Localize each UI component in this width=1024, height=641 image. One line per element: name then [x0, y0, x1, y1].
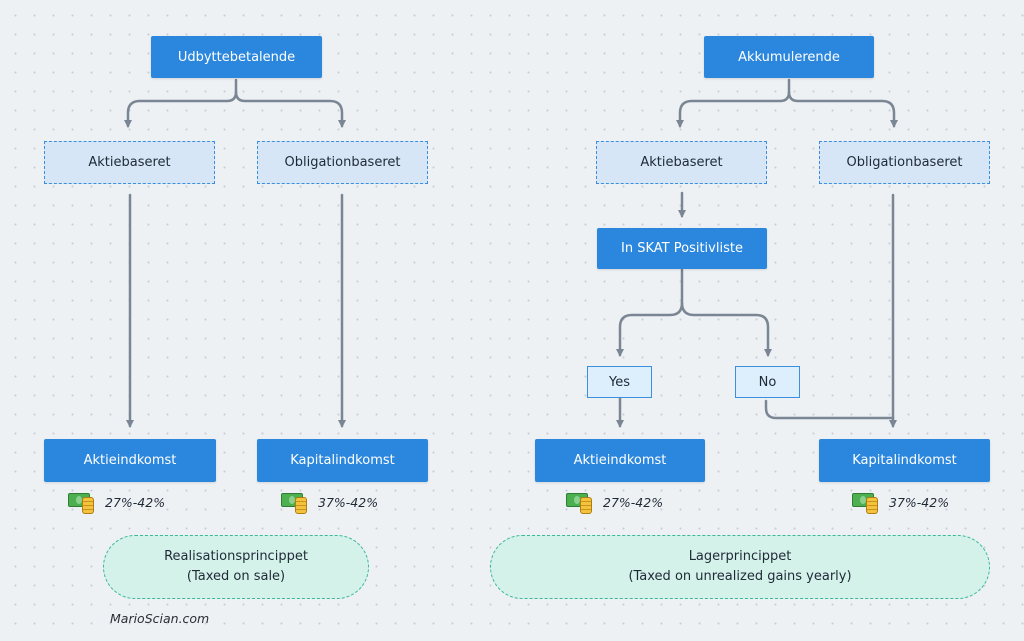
connector-right-root-split: [676, 78, 791, 128]
money-coins-icon: [566, 490, 596, 514]
connector-decision-yes: [616, 268, 684, 357]
money-coins-icon: [281, 490, 311, 514]
principle-note: (Taxed on unrealized gains yearly): [628, 569, 852, 584]
node-left-aktiebaseret: Aktiebaseret: [44, 141, 215, 184]
node-skat-positivliste: In SKAT Positivliste: [597, 228, 767, 269]
tax-rate-label: 27%-42%: [603, 494, 664, 510]
tax-rate-right-stock: 27%-42%: [566, 490, 663, 514]
principle-realisation: Realisationsprincippet (Taxed on sale): [103, 535, 369, 599]
node-right-obligationbaseret: Obligationbaseret: [819, 141, 990, 184]
node-left-obligationbaseret: Obligationbaseret: [257, 141, 428, 184]
principle-title: Lagerprincippet: [688, 549, 792, 564]
node-right-kapitalindkomst: Kapitalindkomst: [819, 439, 990, 482]
money-coins-icon: [852, 490, 882, 514]
principle-note: (Taxed on sale): [186, 569, 286, 584]
node-udbyttebetalende: Udbyttebetalende: [151, 36, 322, 78]
connector-left-root-split: [124, 78, 238, 128]
node-akkumulerende: Akkumulerende: [704, 36, 874, 78]
principle-title: Realisationsprincippet: [164, 549, 308, 564]
node-no: No: [735, 366, 800, 398]
tax-rate-left-stock: 27%-42%: [68, 490, 165, 514]
connector-left-root-split-right: [234, 90, 346, 128]
tax-rate-label: 27%-42%: [105, 494, 166, 510]
node-left-kapitalindkomst: Kapitalindkomst: [257, 439, 428, 482]
tax-rate-left-bond: 37%-42%: [281, 490, 378, 514]
node-right-aktieindkomst: Aktieindkomst: [535, 439, 705, 482]
tax-rate-label: 37%-42%: [889, 494, 950, 510]
connector-no-to-result: [764, 399, 895, 420]
tax-rate-label: 37%-42%: [318, 494, 379, 510]
node-left-aktieindkomst: Aktieindkomst: [44, 439, 216, 482]
connector-decision-no: [680, 301, 772, 357]
node-yes: Yes: [587, 366, 652, 398]
tax-rate-right-bond: 37%-42%: [852, 490, 949, 514]
node-right-aktiebaseret: Aktiebaseret: [596, 141, 767, 184]
money-coins-icon: [68, 490, 98, 514]
connector-right-root-split-right: [787, 90, 898, 128]
principle-lager: Lagerprincippet (Taxed on unrealized gai…: [490, 535, 990, 599]
credit-text: MarioScian.com: [110, 611, 210, 626]
